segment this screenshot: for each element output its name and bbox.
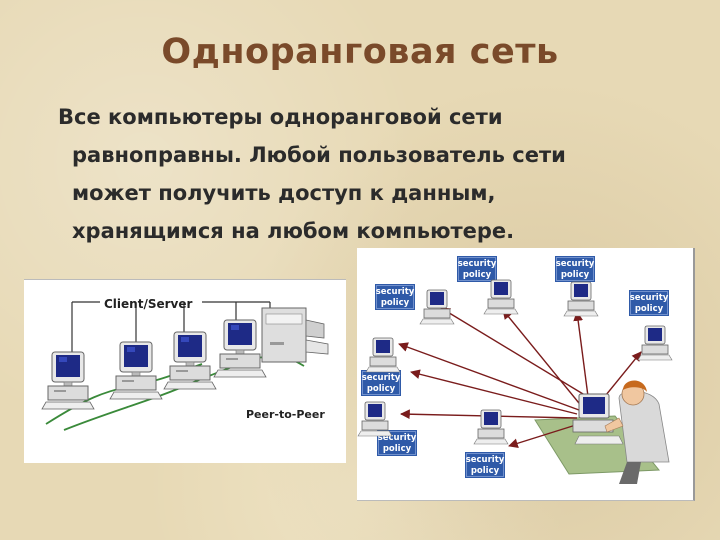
computer-icon (563, 281, 599, 317)
security-policy-box: security policy (374, 283, 416, 311)
security-policy-box: security policy (360, 369, 402, 397)
security-policy-box: security policy (376, 429, 418, 457)
computer-icon (357, 401, 393, 437)
person-icon (604, 380, 670, 484)
slide-title: Одноранговая сеть (161, 32, 559, 72)
svg-text:security: security (630, 293, 669, 303)
slide-body-text: Все компьютеры одноранговой сети равнопр… (58, 98, 658, 250)
svg-text:security: security (376, 287, 415, 297)
svg-text:policy: policy (635, 304, 664, 314)
printer-icon (261, 307, 329, 363)
security-policy-box: security policy (464, 451, 506, 479)
client-server-peer-diagram: Client/Server Peer-to-Peer (24, 279, 346, 463)
computer-icon (41, 351, 95, 410)
body-line-4: хранящимся на любом компьютере. (72, 219, 515, 243)
peer-to-peer-label: Peer-to-Peer (246, 408, 325, 421)
client-server-label: Client/Server (104, 297, 192, 311)
svg-text:security: security (556, 259, 595, 269)
client-server-diagram-svg: Client/Server Peer-to-Peer (41, 297, 329, 431)
computer-icon (365, 337, 401, 373)
computer-icon (163, 331, 217, 390)
svg-text:security: security (466, 455, 505, 465)
client-server-bracket (71, 301, 271, 354)
svg-text:policy: policy (381, 298, 410, 308)
computer-icon (637, 325, 673, 361)
computer-icon (213, 319, 267, 378)
svg-text:security: security (378, 433, 417, 443)
security-policy-diagram-svg: security policy security policy security… (357, 255, 673, 484)
svg-text:security: security (458, 259, 497, 269)
body-line-1: Все компьютеры одноранговой сети (58, 105, 503, 129)
svg-text:policy: policy (561, 270, 590, 280)
svg-text:policy: policy (367, 384, 396, 394)
computer-icon (109, 341, 163, 400)
central-computer-icon (572, 393, 624, 445)
body-line-2: равноправны. Любой пользователь сети (72, 143, 566, 167)
svg-text:policy: policy (463, 270, 492, 280)
security-policy-box: security policy (554, 255, 596, 283)
svg-text:policy: policy (383, 444, 412, 454)
security-policy-box: security policy (628, 289, 670, 317)
computer-icon (483, 279, 519, 315)
security-policy-box: security policy (456, 255, 498, 283)
svg-text:security: security (362, 373, 401, 383)
body-line-3: может получить доступ к данным, (72, 181, 496, 205)
svg-text:policy: policy (471, 466, 500, 476)
security-policy-diagram: security policy security policy security… (357, 248, 695, 501)
computer-icon (419, 289, 455, 325)
